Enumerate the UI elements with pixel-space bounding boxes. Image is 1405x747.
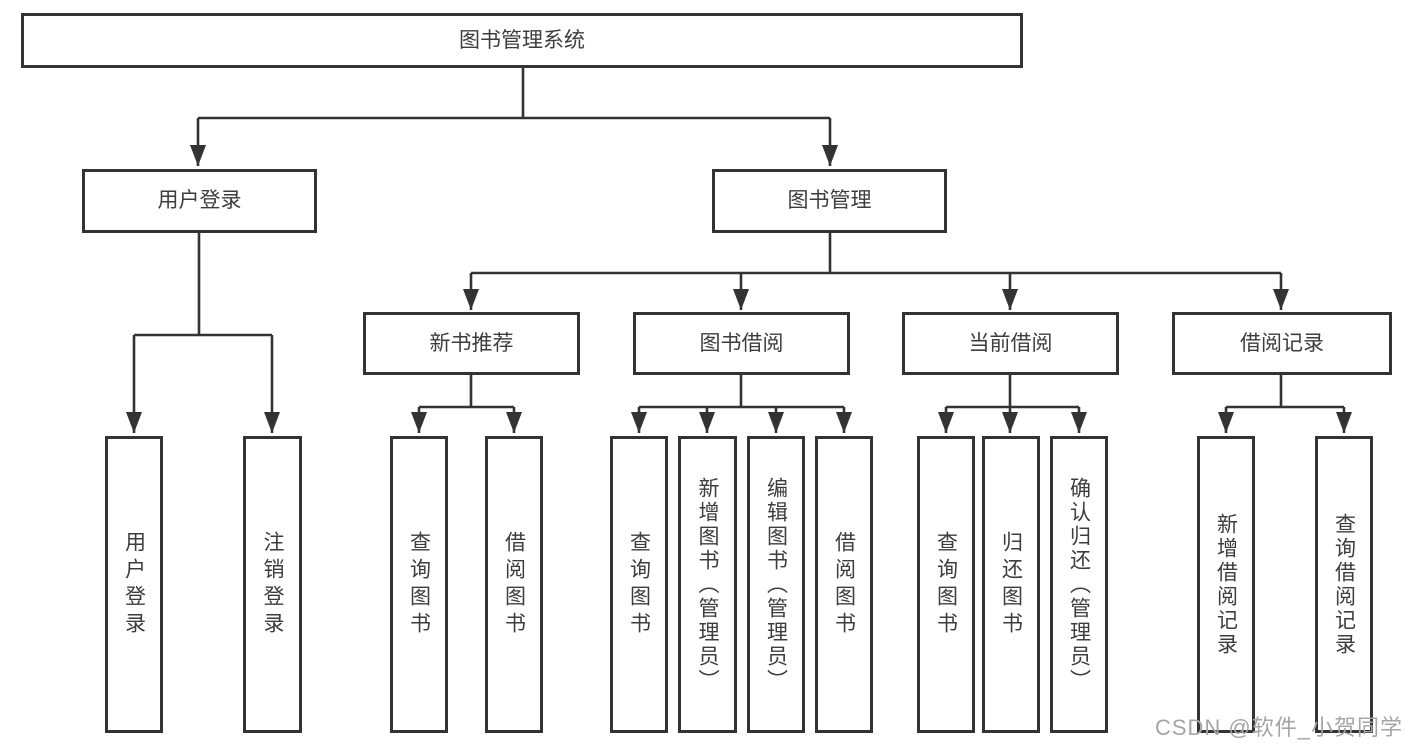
leaf-query-books-recommend: 查询图书 bbox=[390, 436, 448, 733]
leaf-edit-books-admin: 编辑图书（管理员） bbox=[747, 436, 805, 733]
leaf-user-login: 用户登录 bbox=[105, 436, 163, 733]
node-book-management: 图书管理 bbox=[712, 169, 947, 233]
leaf-confirm-return-admin: 确认归还（管理员） bbox=[1050, 436, 1108, 733]
connector-current-borrow-trunk bbox=[946, 375, 1079, 409]
node-current-borrowing: 当前借阅 bbox=[902, 312, 1119, 375]
node-borrowing-records: 借阅记录 bbox=[1172, 312, 1392, 375]
leaf-query-borrow-record: 查询借阅记录 bbox=[1315, 436, 1373, 733]
csdn-watermark: CSDN @软件_小贺同学 bbox=[1154, 715, 1403, 740]
leaf-borrow-books: 借阅图书 bbox=[815, 436, 873, 733]
leaf-logout: 注销登录 bbox=[243, 436, 302, 733]
leaf-borrow-books-recommend: 借阅图书 bbox=[485, 436, 543, 733]
connector-user-login-trunk bbox=[134, 233, 272, 337]
leaf-return-books: 归还图书 bbox=[982, 436, 1040, 733]
node-new-book-recommend: 新书推荐 bbox=[363, 312, 580, 375]
leaf-add-books-admin: 新增图书（管理员） bbox=[678, 436, 737, 733]
leaf-query-books-borrow: 查询图书 bbox=[610, 436, 668, 733]
node-user-login: 用户登录 bbox=[82, 169, 317, 233]
connector-book-mgmt-trunk bbox=[471, 233, 1281, 275]
node-root-library-system: 图书管理系统 bbox=[21, 13, 1023, 68]
connector-borrow-records-trunk bbox=[1226, 375, 1344, 409]
connector-root-trunk bbox=[198, 68, 830, 120]
connector-book-borrow-trunk bbox=[639, 375, 844, 409]
leaf-query-books-current: 查询图书 bbox=[917, 436, 975, 733]
connector-new-books-trunk bbox=[419, 375, 514, 409]
leaf-add-borrow-record: 新增借阅记录 bbox=[1197, 436, 1255, 733]
node-book-borrowing: 图书借阅 bbox=[633, 312, 850, 375]
